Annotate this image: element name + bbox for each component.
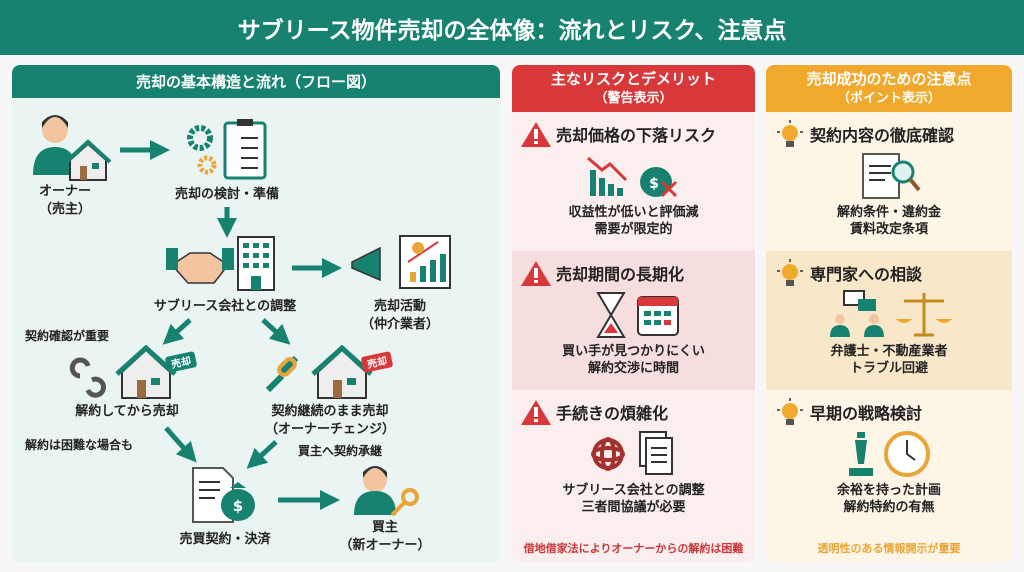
- note-cancel-difficult: 解約は困難な場合も: [25, 438, 134, 452]
- settlement-label: 売買契約・決済: [179, 532, 271, 547]
- warning-icon: [521, 400, 551, 425]
- tips-header: 売却成功のための注意点（ポイント表示）: [766, 65, 1012, 112]
- flow-diagram: 売却 売却 $: [33, 115, 451, 523]
- prepare-label: 売却の検討・準備: [174, 187, 280, 202]
- coordinate-label: サブリース会社との調整: [153, 299, 297, 314]
- page-title: サブリース物件売却の全体像：流れとリスク、注意点: [0, 0, 1024, 55]
- tip-item: 契約内容の徹底確認 解約条件・違約金賃料改定条項: [766, 112, 1012, 251]
- risk-item: 手続きの煩雑化 サブリース会社との調整三者間協議が必要: [512, 390, 755, 529]
- owner-label: オーナー（売主）: [38, 184, 92, 217]
- arrow-cancel-settle: [164, 426, 197, 463]
- contract-moneybag-icon: $: [192, 467, 255, 523]
- sales-activity-label: 売却活動（仲介業者）: [360, 299, 440, 332]
- tip-item: 専門家への相談 弁護士・不動産業者トラブル回避: [766, 251, 1012, 390]
- flow-arrows: [120, 140, 342, 510]
- arrow-continue-settle: [246, 440, 278, 469]
- arrow-to-cancel: [162, 318, 192, 345]
- arrow-to-continue: [261, 318, 291, 345]
- warning-icon: [521, 261, 551, 286]
- falling-chart-moneybag-icon: $: [586, 156, 677, 198]
- document-magnifier-icon: [862, 153, 921, 199]
- risks-panel: 主なリスクとデメリット（警告表示） 売却価格の下落リスク $ 収益性が低いと評価…: [512, 65, 755, 562]
- lightbulb-icon: [777, 259, 803, 286]
- note-contract-check: 契約確認が重要: [25, 329, 110, 343]
- risk-item: 売却期間の長期化 買い手が見つかりにくい解約交渉に時間: [512, 251, 755, 390]
- risks-footer: 借地借家法によりオーナーからの解約は困難: [523, 542, 744, 555]
- owner-icon: [33, 115, 112, 181]
- svg-text:$: $: [233, 497, 243, 515]
- sale-tag-right: 売却: [366, 354, 388, 371]
- note-succession: 買主へ契約承継: [298, 444, 383, 458]
- chain-house-icon: 売却: [265, 344, 393, 399]
- gear-clipboard-icon: [187, 119, 267, 180]
- branch-cancel-label: 解約してから売却: [75, 404, 179, 419]
- broken-chain-house-icon: 売却: [69, 344, 197, 399]
- hourglass-calendar-icon: [595, 292, 679, 338]
- tangled-knot-documents-icon: [590, 431, 673, 475]
- chess-clock-icon: [849, 431, 930, 477]
- buyer-label: 買主（新オーナー）: [339, 520, 431, 553]
- lightbulb-icon: [777, 398, 803, 425]
- tips-panel: 売却成功のための注意点（ポイント表示） 契約内容の徹底確認 解約条件・違約金賃料…: [766, 65, 1012, 562]
- megaphone-chart-icon: [351, 235, 451, 289]
- tip-item: 早期の戦略検討 余裕を持った計画解約特約の有無: [766, 390, 1012, 529]
- sale-tag-left: 売却: [170, 354, 192, 371]
- flow-header: 売却の基本構造と流れ（フロー図）: [12, 65, 500, 98]
- risks-header: 主なリスクとデメリット（警告表示）: [512, 65, 755, 112]
- risk-item: 売却価格の下落リスク $ 収益性が低いと評価減需要が限定的: [512, 112, 755, 251]
- warning-icon: [521, 122, 551, 147]
- lightbulb-icon: [777, 120, 803, 147]
- branch-continue-label: 契約継続のまま売却（オーナーチェンジ）: [264, 404, 396, 437]
- buyer-key-icon: [354, 466, 419, 517]
- svg-text:$: $: [649, 176, 659, 192]
- consultation-scales-icon: [830, 290, 952, 337]
- handshake-building-icon: [166, 236, 275, 291]
- tips-footer: 透明性のある情報開示が重要: [817, 542, 961, 555]
